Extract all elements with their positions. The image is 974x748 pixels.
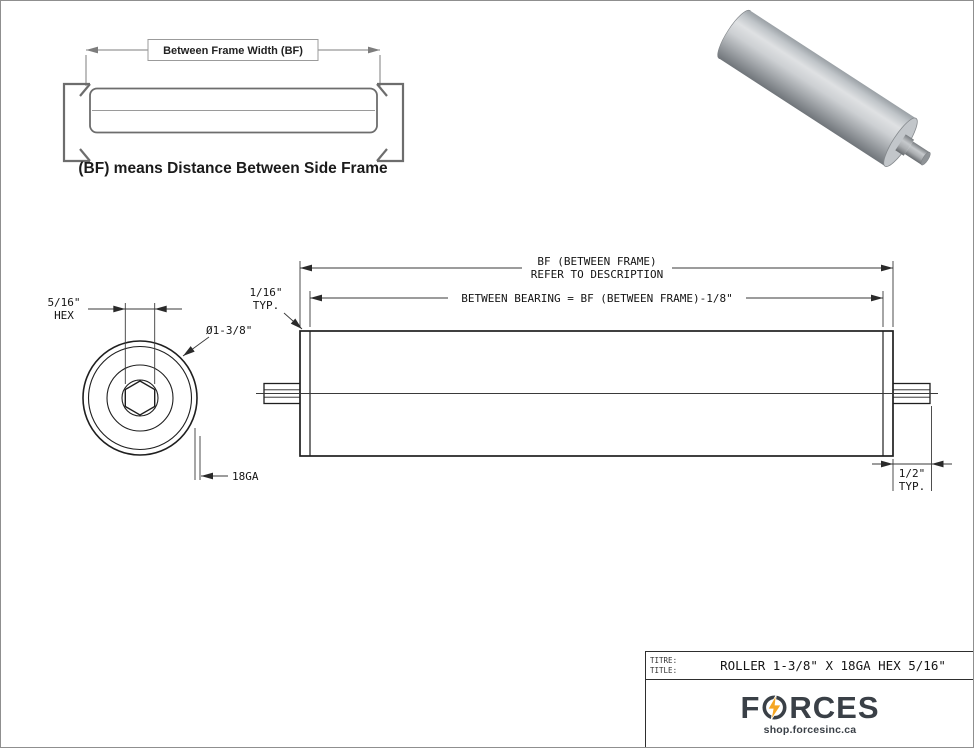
hex-word-label: HEX <box>54 309 74 322</box>
gauge-callout <box>194 428 228 480</box>
left-side-frame <box>62 82 91 163</box>
shaft-tip-3d <box>920 151 931 166</box>
left-inset-leader <box>283 312 303 330</box>
roller-tube-3d <box>718 10 917 167</box>
title-field-labels: TITRE: TITLE: <box>646 656 692 676</box>
bf-caption: (BF) means Distance Between Side Frame <box>78 160 388 177</box>
title-label: TITLE: <box>650 665 678 675</box>
right-ext-typ: TYP. <box>899 480 926 493</box>
diameter-label: Ø1-3/8" <box>206 324 252 337</box>
titre-label: TITRE: <box>650 655 678 665</box>
right-side-frame <box>376 82 405 163</box>
roller-3d-render <box>717 9 931 167</box>
hex-size-label: 5/16" <box>47 296 80 309</box>
right-ext-value: 1/2" <box>899 467 926 480</box>
left-inset-value: 1/16" <box>249 286 282 299</box>
gauge-label: 18GA <box>232 470 259 483</box>
roller-side-view: BF (BETWEEN FRAME) REFER TO DESCRIPTION … <box>249 252 952 493</box>
hex-dimension <box>88 303 182 384</box>
between-bearing-label: BETWEEN BEARING = BF (BETWEEN FRAME)-1/8… <box>461 292 733 305</box>
title-row: TITRE: TITLE: ROLLER 1-3/8" X 18GA HEX 5… <box>646 652 974 680</box>
tube-od-circle <box>82 340 198 456</box>
left-inset-typ: TYP. <box>253 299 280 312</box>
brand-prefix: F <box>740 690 761 725</box>
brand-suffix: RCES <box>789 690 880 725</box>
forces-logo: F RCES <box>740 692 879 723</box>
hex-bore-circle <box>121 379 159 417</box>
website-url: shop.forcesinc.ca <box>763 724 857 736</box>
bf-label-line2: REFER TO DESCRIPTION <box>531 268 663 281</box>
bf-label-line1: BF (BETWEEN FRAME) <box>537 255 656 268</box>
frame-width-diagram: Between Frame Width (BF) (BF) means Dist… <box>62 39 405 177</box>
diameter-leader <box>182 336 210 357</box>
title-block: TITRE: TITLE: ROLLER 1-3/8" X 18GA HEX 5… <box>645 651 974 748</box>
roller-end-view: 5/16" HEX Ø1-3/8" 18GA <box>47 296 258 483</box>
right-extension-dimension <box>872 406 952 491</box>
tube-id-circle <box>87 345 193 451</box>
bearing-circle <box>106 364 174 432</box>
frame-dim-label-box <box>147 39 319 61</box>
drawing-title: ROLLER 1-3/8" X 18GA HEX 5/16" <box>720 658 946 673</box>
brand-row: F RCES shop.forcesinc.ca <box>646 680 974 748</box>
frame-width-label: Between Frame Width (BF) <box>163 45 303 57</box>
shaft-collar-3d <box>895 134 915 156</box>
hex-bore <box>124 380 156 416</box>
lightning-bolt-icon <box>761 694 788 721</box>
